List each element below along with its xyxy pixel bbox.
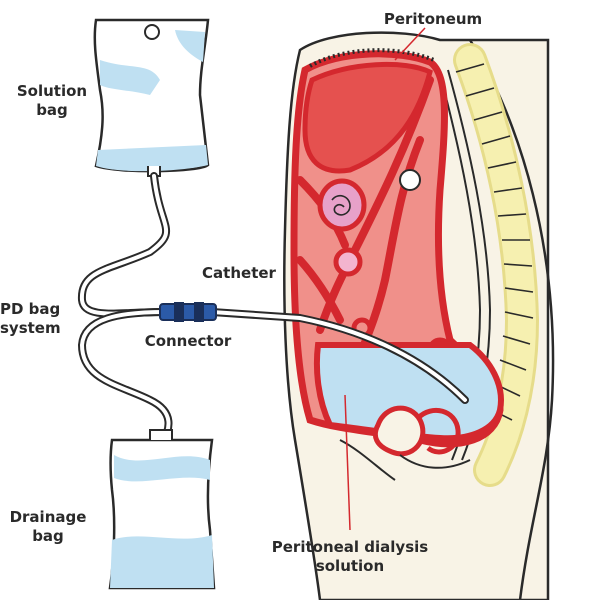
connector: [159, 302, 217, 322]
peritoneum-leader: [394, 27, 426, 61]
pd-tubing: [77, 172, 469, 446]
label-pd-bag-system-line2: system: [0, 319, 61, 337]
label-pd-bag-system-line1: PD bag: [0, 300, 61, 318]
label-dialysis-solution-line2: solution: [315, 557, 385, 575]
back-contour: [468, 39, 555, 600]
label-solution-bag-line1: Solution: [16, 82, 88, 100]
label-solution-bag: Solution bag: [12, 82, 92, 120]
pelvic-organs: [339, 405, 471, 481]
label-dialysis-solution-line1: Peritoneal dialysis: [271, 538, 429, 556]
label-catheter: Catheter: [202, 264, 276, 282]
label-peritoneum: Peritoneum: [383, 10, 483, 28]
label-drainage-bag: Drainage bag: [4, 508, 92, 546]
label-drainage-bag-line2: bag: [32, 527, 64, 545]
liver: [302, 61, 433, 174]
label-pd-bag-system: PD bag system: [0, 300, 68, 338]
label-drainage-bag-line1: Drainage: [9, 508, 87, 526]
leader-lines: [344, 27, 426, 531]
solution-leader: [344, 394, 351, 531]
dialysis-fluid: [313, 342, 504, 442]
drainage-bag: [108, 429, 216, 590]
label-connector: Connector: [144, 332, 232, 350]
solution-bag: [93, 18, 210, 177]
label-dialysis-solution: Peritoneal dialysis solution: [262, 538, 438, 576]
label-solution-bag-line2: bag: [36, 101, 68, 119]
